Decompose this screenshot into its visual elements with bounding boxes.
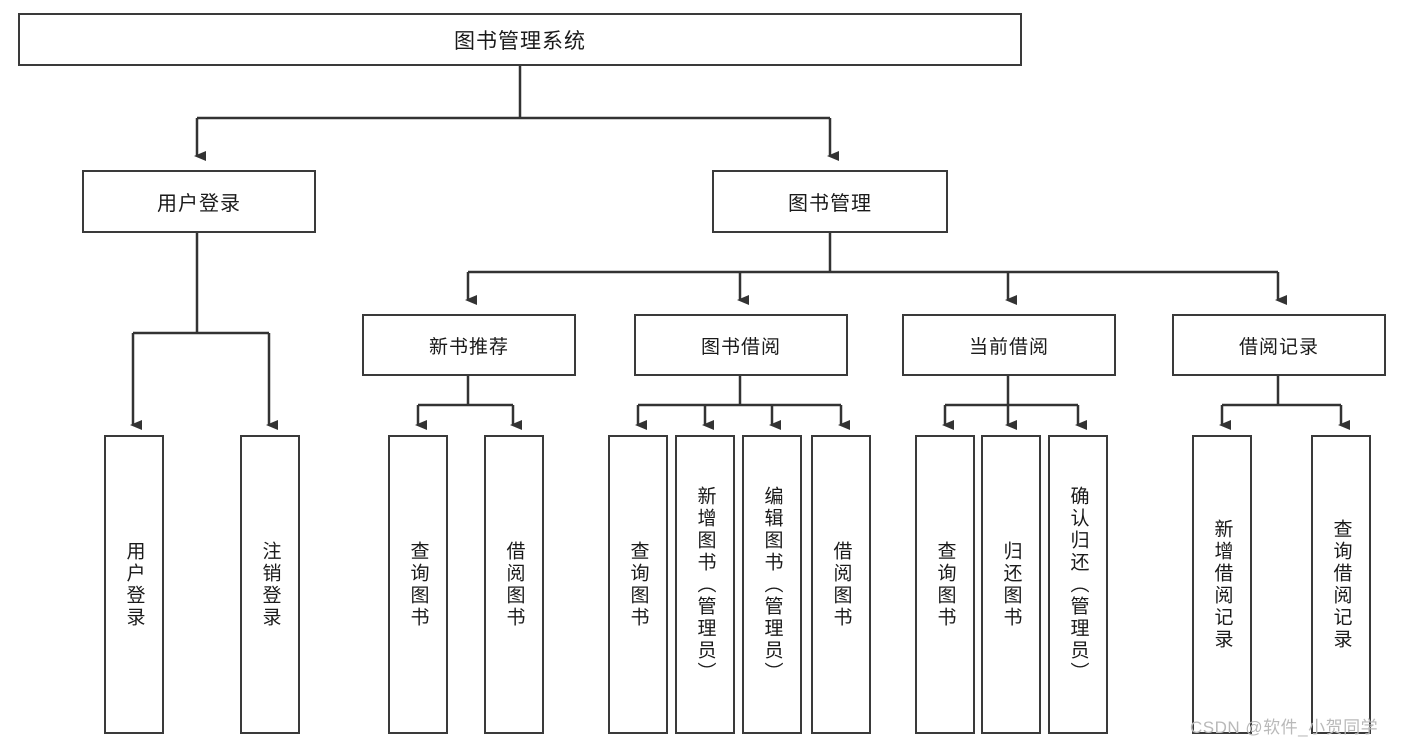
leaf-add-book-admin[interactable]: 新增图书（管理员） (675, 435, 735, 734)
node-label: 编辑图书（管理员） (761, 485, 783, 684)
node-new-book-recommend[interactable]: 新书推荐 (362, 314, 576, 376)
leaf-add-borrow-record[interactable]: 新增借阅记录 (1192, 435, 1252, 734)
node-label: 用户登录 (123, 540, 145, 629)
node-label: 新增图书（管理员） (694, 485, 716, 684)
node-label: 图书借阅 (700, 336, 781, 358)
leaf-user-login[interactable]: 用户登录 (104, 435, 164, 734)
leaf-query-borrow-record[interactable]: 查询借阅记录 (1311, 435, 1371, 734)
node-label: 借阅图书 (830, 540, 852, 629)
leaf-edit-book-admin[interactable]: 编辑图书（管理员） (742, 435, 802, 734)
leaf-query-book-recommend[interactable]: 查询图书 (388, 435, 448, 734)
node-root-system[interactable]: 图书管理系统 (18, 13, 1022, 66)
leaf-return-book[interactable]: 归还图书 (981, 435, 1041, 734)
node-label: 查询图书 (627, 540, 649, 629)
node-current-borrow[interactable]: 当前借阅 (902, 314, 1116, 376)
node-label: 借阅记录 (1238, 336, 1319, 358)
node-label: 确认归还（管理员） (1067, 485, 1089, 684)
node-label: 归还图书 (1000, 540, 1022, 629)
node-book-borrow[interactable]: 图书借阅 (634, 314, 848, 376)
node-user-login[interactable]: 用户登录 (82, 170, 316, 233)
node-label: 图书管理系统 (454, 29, 586, 53)
node-label: 借阅图书 (503, 540, 525, 629)
node-label: 新增借阅记录 (1211, 518, 1233, 651)
node-label: 新书推荐 (428, 336, 509, 358)
csdn-watermark: CSDN @软件_小贺同学 (1190, 718, 1379, 737)
leaf-logout[interactable]: 注销登录 (240, 435, 300, 734)
leaf-query-book-borrow[interactable]: 查询图书 (608, 435, 668, 734)
node-label: 图书管理 (788, 193, 872, 215)
leaf-confirm-return-admin[interactable]: 确认归还（管理员） (1048, 435, 1108, 734)
node-borrow-record[interactable]: 借阅记录 (1172, 314, 1386, 376)
leaf-borrow-book[interactable]: 借阅图书 (811, 435, 871, 734)
node-label: 查询图书 (934, 540, 956, 629)
leaf-borrow-book-recommend[interactable]: 借阅图书 (484, 435, 544, 734)
node-label: 查询图书 (407, 540, 429, 629)
node-label: 注销登录 (259, 540, 281, 629)
node-book-management[interactable]: 图书管理 (712, 170, 948, 233)
node-label: 当前借阅 (968, 336, 1049, 358)
node-label: 用户登录 (157, 193, 241, 215)
node-label: 查询借阅记录 (1330, 518, 1352, 651)
leaf-query-book-current[interactable]: 查询图书 (915, 435, 975, 734)
